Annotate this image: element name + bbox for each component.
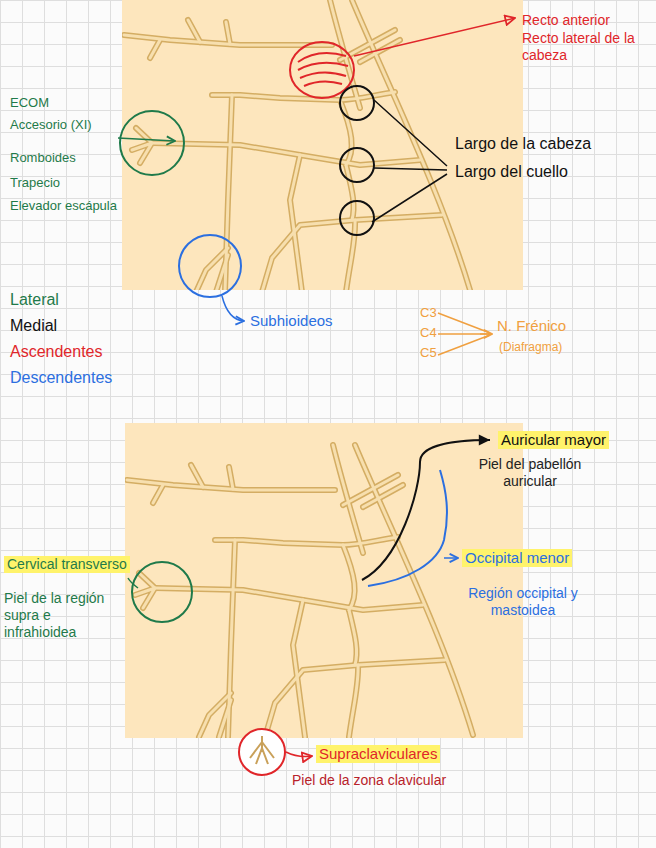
leader-line	[372, 100, 447, 222]
key-label: Ascendentes	[10, 342, 103, 361]
muscle-strokes	[298, 53, 348, 86]
key-label: Medial	[10, 316, 57, 335]
leader-arrow	[354, 18, 515, 56]
root-label: C3	[420, 305, 437, 321]
callout-circle	[290, 42, 354, 98]
callout-circle	[239, 729, 285, 775]
callout-circle	[340, 86, 374, 120]
nerve-label: Accesorio (XI)	[10, 117, 92, 133]
muscle-label: Largo de la cabeza	[455, 134, 591, 153]
callout-circle	[120, 111, 184, 175]
drawing-part	[127, 445, 473, 737]
nerve-label: Cervical transverso	[4, 556, 130, 573]
drawing-part	[124, 0, 470, 290]
callout-circle	[179, 235, 241, 297]
leader-arrow	[480, 333, 492, 335]
nerve-label: Occipital menor	[462, 549, 572, 567]
muscle-label: (Diafragma)	[499, 340, 562, 354]
drawing-part	[127, 445, 473, 737]
muscle-label: Elevador escápula	[10, 198, 117, 214]
key-label: Descendentes	[10, 368, 112, 387]
muscle-label: Recto anterior	[522, 12, 610, 29]
key-label: Lateral	[10, 290, 59, 309]
root-label: C4	[420, 325, 437, 341]
leader-line	[128, 578, 138, 588]
muscle-label: Recto lateral de la cabeza	[522, 30, 650, 64]
leader-arrow	[222, 296, 244, 321]
leader-arrow	[286, 752, 312, 757]
nerve-label: Auricular mayor	[498, 431, 609, 449]
territory-label: Piel de la zona clavicular	[292, 772, 446, 789]
nerve-drawing	[127, 445, 473, 737]
muscle-label: Largo del cuello	[455, 162, 568, 181]
callout-circle	[132, 562, 192, 622]
root-label: C5	[420, 345, 437, 361]
leader-arrow	[118, 138, 175, 141]
nerve-label: Supraclaviculares	[316, 745, 440, 763]
callout-circle	[340, 201, 374, 235]
leader-arrow	[444, 557, 458, 559]
callout-circle	[340, 148, 374, 182]
territory-label: Región occipital y mastoidea	[448, 585, 598, 619]
nerve-trace	[368, 470, 447, 586]
nerve-drawing	[124, 0, 470, 290]
muscle-label: Trapecio	[10, 175, 60, 191]
muscle-label: ECOM	[10, 95, 49, 111]
territory-label: Piel del pabellón auricular	[455, 456, 605, 490]
nerve-branches	[250, 736, 274, 764]
drawing-part	[127, 445, 473, 737]
muscle-label: Subhioideos	[250, 312, 333, 330]
territory-label: Piel de la región supra e infrahioidea	[4, 590, 116, 640]
drawing-part	[124, 0, 470, 290]
illustration-panel	[125, 423, 523, 738]
muscle-label: Romboides	[10, 150, 76, 166]
nerve-label: N. Frénico	[497, 317, 566, 335]
